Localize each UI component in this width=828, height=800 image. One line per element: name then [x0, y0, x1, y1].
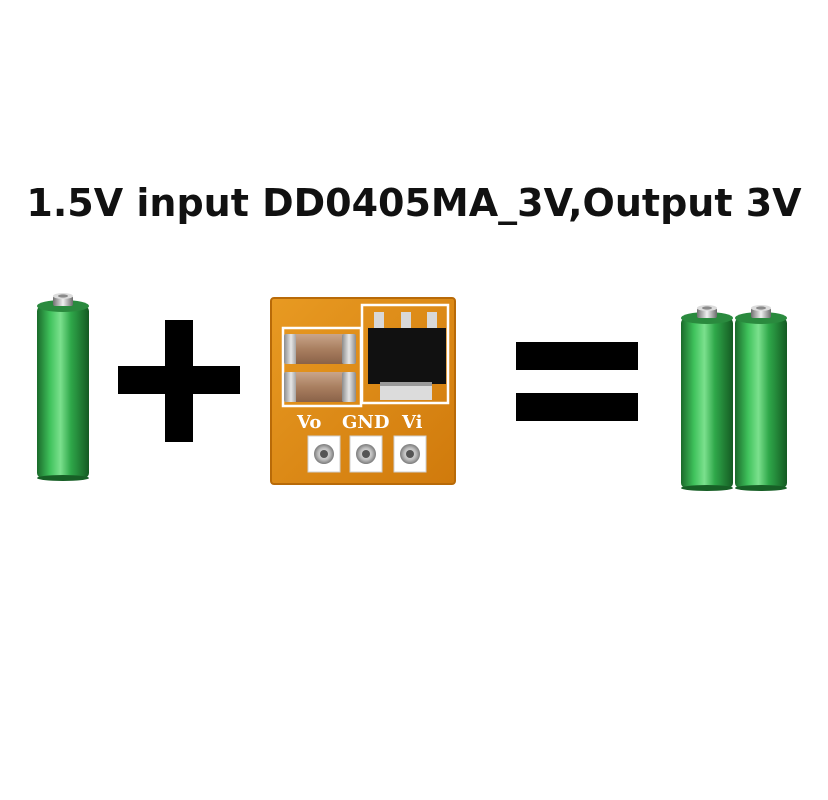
ic-chip: [368, 312, 446, 400]
pin-label-gnd: GND: [342, 412, 389, 433]
plus-sign: [118, 320, 240, 442]
smd-capacitor: [284, 334, 356, 364]
pad-gnd: [349, 435, 383, 473]
converter-module: Vo GND Vi: [270, 297, 456, 485]
pin-label-vo: Vo: [296, 412, 321, 433]
pad-vo: [307, 435, 341, 473]
pad-vi: [393, 435, 427, 473]
page-title: 1.5V input DD0405MA_3V,Output 3V: [26, 181, 802, 225]
output-battery-1: [681, 305, 733, 491]
smd-inductor: [284, 372, 356, 402]
pin-label-vi: Vi: [401, 412, 423, 433]
input-battery: [37, 293, 89, 481]
output-battery-2: [735, 305, 787, 491]
equals-sign: [516, 342, 638, 421]
